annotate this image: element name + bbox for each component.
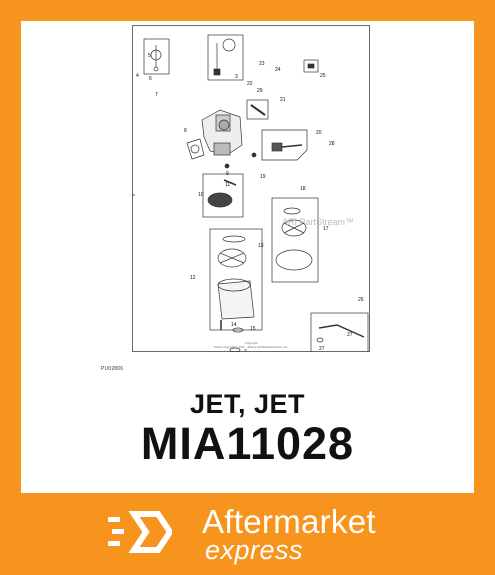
callout-label: 24 — [275, 67, 281, 73]
callout-label: 12 — [190, 275, 196, 281]
callout-label: 20 — [316, 130, 322, 136]
callout-label: 11 — [225, 182, 230, 188]
callout-label: 26 — [358, 297, 364, 303]
detail-box — [207, 34, 244, 81]
brand-name-line2: express — [205, 535, 304, 565]
figure-code: PU02806 — [101, 366, 124, 372]
callout-labels: 1 2 3 4 5 6 7 8 9 10 11 12 13 14 15 16 1… — [136, 53, 364, 352]
callout-label: 21 — [280, 97, 286, 103]
hexagon-speed-logo-icon — [108, 511, 174, 558]
callout-label: 7 — [155, 92, 158, 98]
callout-label: 13 — [258, 243, 264, 249]
callout-label: 23 — [259, 61, 265, 67]
detail-box — [303, 59, 319, 73]
detail-box — [209, 228, 263, 331]
callout-label: 4 — [136, 73, 139, 79]
product-card: 1 2 3 4 5 6 7 8 9 10 11 12 13 14 15 16 1… — [21, 21, 474, 493]
callout-label: 22 — [247, 81, 253, 87]
callout-label: 9 — [226, 171, 229, 177]
carburetor-body — [201, 109, 243, 156]
callout-label: 2 — [244, 349, 247, 352]
parts-diagram: 1 2 3 4 5 6 7 8 9 10 11 12 13 14 15 16 1… — [132, 25, 370, 352]
detail-box — [271, 197, 319, 283]
brand-footer: Aftermarket express — [0, 493, 495, 575]
part-name: JET, JET — [189, 389, 306, 419]
callout-label: 3 — [235, 74, 238, 80]
callout-label: 29 — [257, 88, 263, 94]
callout-label: 28 — [329, 141, 335, 147]
brand-name-line1: Aftermarket — [202, 503, 376, 540]
copyright-title: Copyright — [245, 341, 258, 345]
callout-label: 5 — [148, 53, 151, 59]
callout-label: 27 — [319, 346, 325, 352]
callout-label: 6 — [149, 76, 152, 82]
detail-box — [143, 38, 170, 75]
copyright-text: Portions Copyright © 2015 – 2019 by ARI … — [214, 345, 288, 349]
watermark-text: ARI PartStream™ — [282, 217, 354, 227]
callout-label: 15 — [250, 326, 256, 332]
callout-label: 27 — [347, 332, 353, 338]
callout-label: 10 — [198, 192, 204, 198]
callout-label: 8 — [184, 128, 187, 134]
detail-box — [202, 173, 244, 218]
diagram-frame — [132, 25, 370, 352]
detail-box — [261, 129, 308, 161]
callout-label: 25 — [320, 73, 326, 79]
detail-box — [310, 312, 369, 352]
callout-label: 17 — [323, 226, 329, 232]
carburetor-exploded-view: 1 2 3 4 5 6 7 8 9 10 11 12 13 14 15 16 1… — [132, 25, 370, 352]
callout-label: 18 — [300, 186, 306, 192]
detail-box — [246, 99, 269, 120]
callout-label: 19 — [260, 174, 266, 180]
callout-label: 14 — [231, 322, 237, 328]
part-number: MIA11028 — [140, 418, 355, 469]
